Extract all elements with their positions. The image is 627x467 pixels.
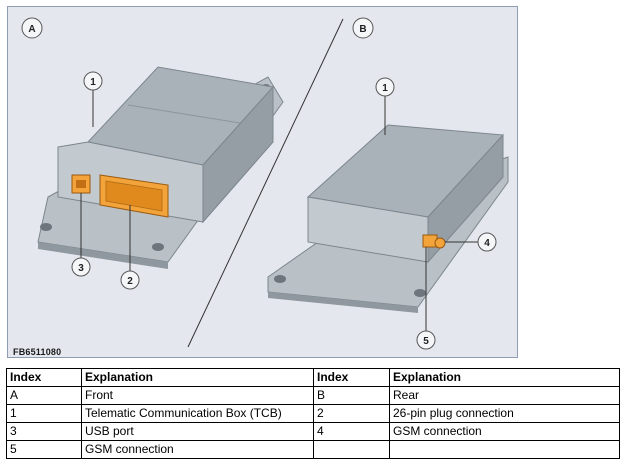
bracket-edge-a (38, 242, 168, 269)
view-badge-b: B (352, 17, 374, 39)
table-cell: Rear (389, 386, 620, 405)
callout-1-front: 1 (83, 71, 103, 91)
header-index: Index (6, 368, 82, 387)
housing-side-a (202, 85, 274, 224)
image-code: FB6511080 (13, 347, 62, 357)
bracket-hole (414, 289, 426, 297)
table-cell: 5 (6, 440, 82, 459)
table-row: 1 Telematic Communication Box (TCB) 2 26… (6, 404, 620, 423)
table-cell: 3 (6, 422, 82, 441)
table-cell: GSM connection (389, 422, 620, 441)
front-view (37, 66, 284, 269)
legend-table: Index Explanation Index Explanation A Fr… (6, 368, 620, 459)
callout-3: 3 (71, 257, 91, 277)
header-explanation: Explanation (81, 368, 314, 387)
table-cell: 26-pin plug connection (389, 404, 620, 423)
table-cell: 1 (6, 404, 82, 423)
svg-text:5: 5 (423, 336, 429, 347)
table-row: 5 GSM connection (6, 440, 620, 459)
table-cell: 2 (313, 404, 390, 423)
table-cell: USB port (81, 422, 314, 441)
table-header-row: Index Explanation Index Explanation (6, 368, 620, 387)
svg-text:4: 4 (484, 238, 490, 249)
table-cell: Telematic Communication Box (TCB) (81, 404, 314, 423)
bracket-hole (40, 223, 52, 231)
bracket-hole (274, 275, 286, 283)
svg-text:1: 1 (90, 77, 96, 88)
bracket-hole (152, 243, 164, 251)
table-row: 3 USB port 4 GSM connection (6, 422, 620, 441)
svg-text:A: A (28, 24, 35, 35)
callout-1-rear: 1 (375, 77, 395, 97)
table-cell: GSM connection (81, 440, 314, 459)
svg-text:B: B (359, 24, 366, 35)
component-illustration: A B 1 2 3 1 4 5 FB65110 (7, 6, 518, 358)
table-cell: A (6, 386, 82, 405)
view-badge-a: A (21, 17, 43, 39)
header-index: Index (313, 368, 390, 387)
callout-5: 5 (416, 330, 436, 350)
header-explanation: Explanation (389, 368, 620, 387)
table-cell: 4 (313, 422, 390, 441)
view-divider (187, 18, 344, 348)
tcb-drawing: A B 1 2 3 1 4 5 (21, 17, 509, 350)
table-cell (389, 440, 620, 459)
svg-text:3: 3 (78, 263, 84, 274)
svg-text:2: 2 (127, 276, 133, 287)
callout-2: 2 (120, 270, 140, 290)
table-cell: Front (81, 386, 314, 405)
callout-4: 4 (477, 232, 497, 252)
rear-view (267, 124, 509, 313)
table-cell: B (313, 386, 390, 405)
table-row: A Front B Rear (6, 386, 620, 405)
table-cell (313, 440, 390, 459)
svg-text:1: 1 (382, 83, 388, 94)
